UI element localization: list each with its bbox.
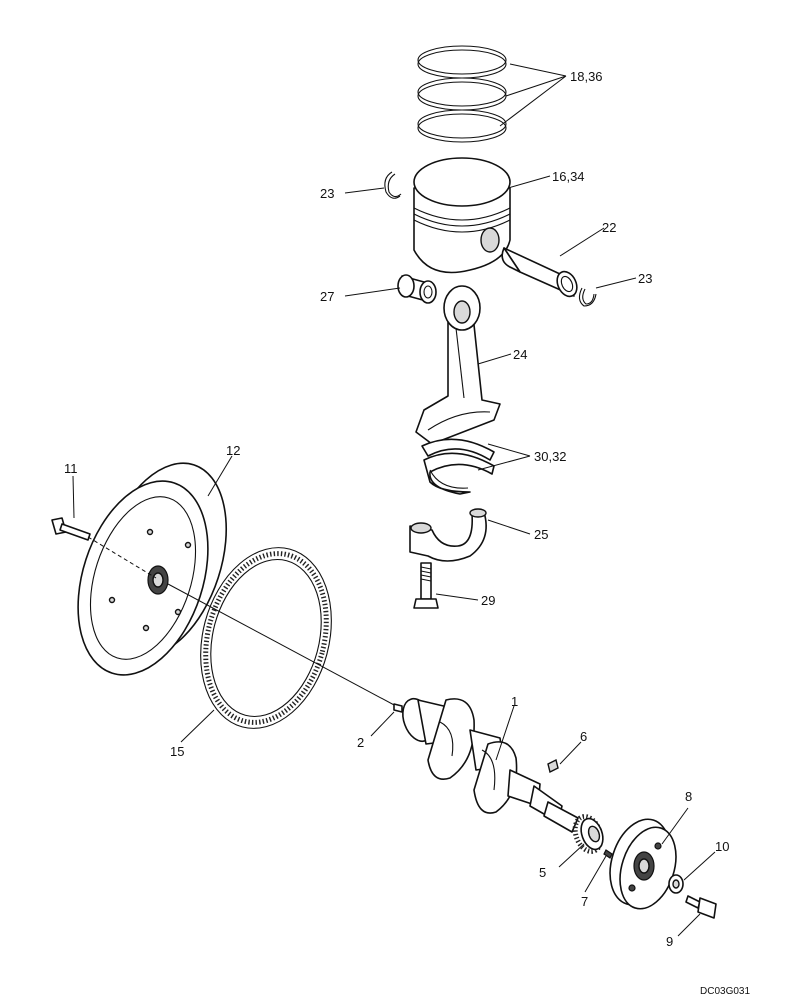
callout-18-36: 18,36 [570,69,603,84]
callout-1: 1 [511,694,518,709]
callout-10: 10 [715,839,729,854]
callout-29: 29 [481,593,495,608]
callout-6: 6 [580,729,587,744]
callout-5: 5 [539,865,546,880]
assembly-axis-crank [167,583,397,707]
piston [413,157,511,274]
callout-27: 27 [320,289,334,304]
washer [668,874,684,894]
dowel-pin [393,703,403,713]
callout-30-32: 30,32 [534,449,567,464]
flywheel-bolt [51,517,91,541]
drawing-code: DC03G031 [700,986,750,997]
callout-labels: 18,36 16,34 23 22 23 27 24 30,32 25 29 1… [64,69,729,949]
callout-15: 15 [170,744,184,759]
callout-9: 9 [666,934,673,949]
crankshaft [402,697,579,833]
callout-7: 7 [581,894,588,909]
piston-rings [417,45,507,143]
flywheel [77,462,228,676]
rod-bolt [413,562,439,609]
callout-24: 24 [513,347,527,362]
leader-lines [72,63,716,937]
callout-16-34: 16,34 [552,169,585,184]
crank-pulley [609,818,677,910]
callout-11: 11 [64,461,78,476]
callout-22: 22 [602,220,616,235]
callout-12: 12 [226,443,240,458]
callout-25: 25 [534,527,548,542]
piston-pin [501,247,578,298]
circlip-left [384,171,402,199]
pulley-bolt [685,895,717,919]
circlip-right [578,287,597,307]
woodruff-key [547,758,559,774]
bearing-shells [421,438,495,495]
small-end-bushing [397,274,437,304]
callout-2: 2 [357,735,364,750]
crankshaft-gear [572,814,604,854]
connecting-rod [415,285,501,445]
callout-23-right: 23 [638,271,652,286]
assembly-axis-flywheel [87,536,157,579]
callout-8: 8 [685,789,692,804]
callout-23-left: 23 [320,186,334,201]
rod-cap [409,508,487,562]
gear-pin [603,849,613,859]
